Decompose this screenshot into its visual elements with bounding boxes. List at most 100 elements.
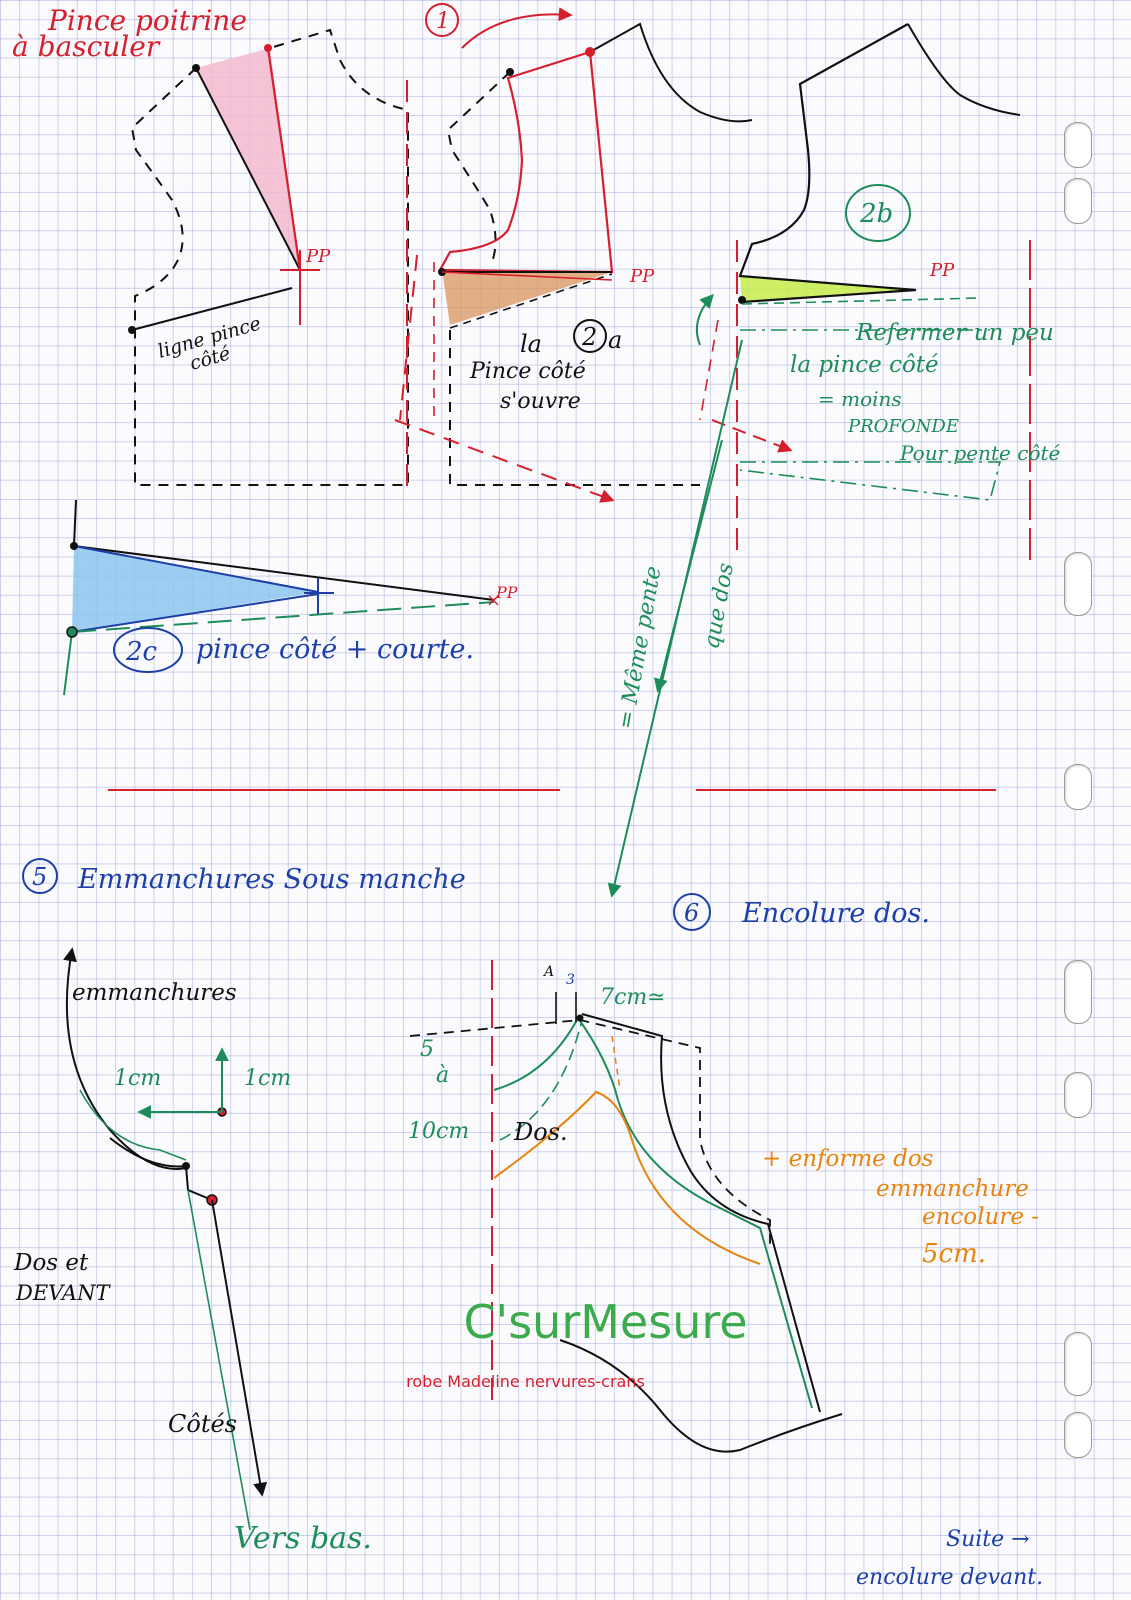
step2a-pp-label: PP: [629, 266, 655, 287]
orange-note-4: 5cm.: [922, 1239, 986, 1269]
center-line-red-2: [399, 254, 418, 421]
mark-3: 3: [566, 972, 575, 988]
step5-number-circle: [22, 858, 58, 894]
side-seam-black: [211, 1199, 268, 1497]
back-bodice-green: [577, 1017, 813, 1409]
dart-top-point: [70, 542, 78, 550]
neck-point-6: [576, 1014, 584, 1022]
step-2a-diagram: 1 PP la 2 a Pince côté s'ouvre: [394, 3, 753, 503]
binder-hole-2: [1064, 178, 1092, 224]
step6-number-circle: [673, 893, 711, 931]
shoulder-dashed-orange: [611, 1035, 621, 1091]
step2c-number-circle: [113, 627, 183, 673]
step2a-text-line2: s'ouvre: [500, 389, 581, 414]
hem-direction-red-2: [711, 419, 793, 453]
binder-hole-3: [1064, 552, 1092, 616]
side-dart-lower: [449, 273, 613, 329]
step2b-note-4: PROFONDE: [847, 416, 959, 437]
side-line-green: [741, 297, 981, 305]
binder-hole-8: [1064, 1412, 1092, 1458]
side-dart-point: [128, 326, 136, 334]
step2a-number-circle: [573, 319, 607, 353]
bust-dart-fill: [196, 48, 300, 270]
step2c-pp-label: PP: [495, 583, 518, 602]
range-2: à: [436, 1063, 449, 1088]
step2b-number: 2b: [859, 199, 893, 229]
dart-top-blue: [73, 545, 319, 593]
shoulder-point-black: [506, 68, 514, 76]
dart-base-point: [738, 296, 746, 304]
step-5-diagram: 5 Emmanchures Sous manche emmanchures 1c…: [13, 858, 466, 1556]
side-seam-green: [187, 1189, 251, 1531]
step2b-note-2: la pince côté: [790, 352, 939, 378]
label-cotes: Côtés: [168, 1410, 237, 1438]
step1-pp-label: PP: [305, 246, 331, 267]
neckline-green-2: [499, 1019, 583, 1141]
measure-2: 1cm: [244, 1066, 291, 1091]
binder-hole-4: [1064, 764, 1092, 810]
step2b-note-3: = moins: [818, 387, 902, 411]
footer-line-1: Suite →: [946, 1527, 1030, 1552]
binder-hole-7: [1064, 1332, 1092, 1396]
mark-a: A: [542, 964, 554, 980]
lowered-hem-green: [739, 329, 1002, 501]
orange-note-1: + enforme dos: [762, 1146, 934, 1172]
dart-bottom-blue: [71, 593, 319, 633]
step1-title-line2: à basculer: [12, 30, 161, 63]
orange-note-3: encolure -: [922, 1204, 1039, 1230]
dart-leg-black: [195, 67, 301, 271]
step-1-diagram: Pince poitrine à basculer PP ligne pince…: [12, 4, 409, 490]
dart-point-black: [192, 64, 200, 72]
measure-1: 1cm: [114, 1066, 161, 1091]
side-dart-open-fill: [442, 270, 612, 325]
side-edge-black: [73, 499, 77, 547]
step6-title: Encolure dos.: [741, 898, 930, 929]
bodice-outline-black-2b: [738, 23, 917, 304]
brand-title: C'surMesure: [463, 1295, 748, 1349]
step1-number-circle: [425, 3, 459, 37]
dart-leg-red: [266, 47, 302, 271]
orange-note-2: emmanchure: [876, 1176, 1029, 1202]
slope-guide-green-2: [653, 439, 723, 693]
binder-hole-6: [1064, 1072, 1092, 1118]
rotation-arrow-green: [696, 293, 714, 346]
label-dos-2: DEVANT: [15, 1281, 111, 1305]
step-2b-diagram: PP 2b Refermer un peu la pince côté = mo…: [607, 23, 1061, 898]
side-edge-green: [63, 631, 73, 696]
reduced-dart-fill: [740, 276, 916, 302]
step2c-pp-cross: ×: [486, 590, 501, 611]
brand-subtitle: robe Madeline nervures-crans: [406, 1372, 645, 1391]
measure-7cm: 7cm≃: [600, 985, 666, 1010]
dart-point-red: [264, 44, 272, 52]
step2b-note-1: Refermer un peu: [855, 320, 1054, 346]
hem-direction-red: [394, 419, 615, 503]
neckline-black-2b: [907, 23, 1021, 116]
footer-line-2: encolure devant.: [856, 1565, 1043, 1590]
range-3: 10cm: [408, 1119, 469, 1144]
step1-title-line1: Pince poitrine: [47, 4, 247, 37]
armhole-curve-black: [63, 947, 187, 1170]
binder-hole-1: [1064, 122, 1092, 168]
label-emmanchures: emmanchures: [72, 980, 237, 1006]
step-6-diagram: 6 Encolure dos. A 3 7cm≃ 5 à 10cm Dos. +…: [408, 893, 1039, 1453]
dart-bottom-green: [71, 601, 495, 633]
step2c-number: 2c: [125, 637, 158, 667]
binder-hole-5: [1064, 960, 1092, 1024]
step2b-pp-label: PP: [929, 260, 955, 281]
step2b-note-5: Pour pente côté: [899, 441, 1061, 465]
step2b-number-circle: [845, 184, 911, 242]
armhole-curve-green: [79, 1089, 187, 1161]
back-bodice-black: [581, 1013, 821, 1413]
step2a-prefix: la: [520, 330, 542, 358]
step2a-text-line1: Pince côté: [469, 359, 586, 384]
side-dart-line: [131, 287, 293, 331]
step5-number: 5: [32, 863, 47, 891]
hem-curve-black: [559, 1339, 843, 1453]
label-dos-1: Dos et: [13, 1250, 89, 1276]
step2a-suffix: a: [608, 326, 622, 354]
step2a-number: 2: [581, 323, 597, 351]
bodice-outline-dashed-2: [446, 71, 700, 486]
step6-number: 6: [684, 899, 699, 927]
step2c-caption: pince côté + courte.: [196, 634, 474, 665]
